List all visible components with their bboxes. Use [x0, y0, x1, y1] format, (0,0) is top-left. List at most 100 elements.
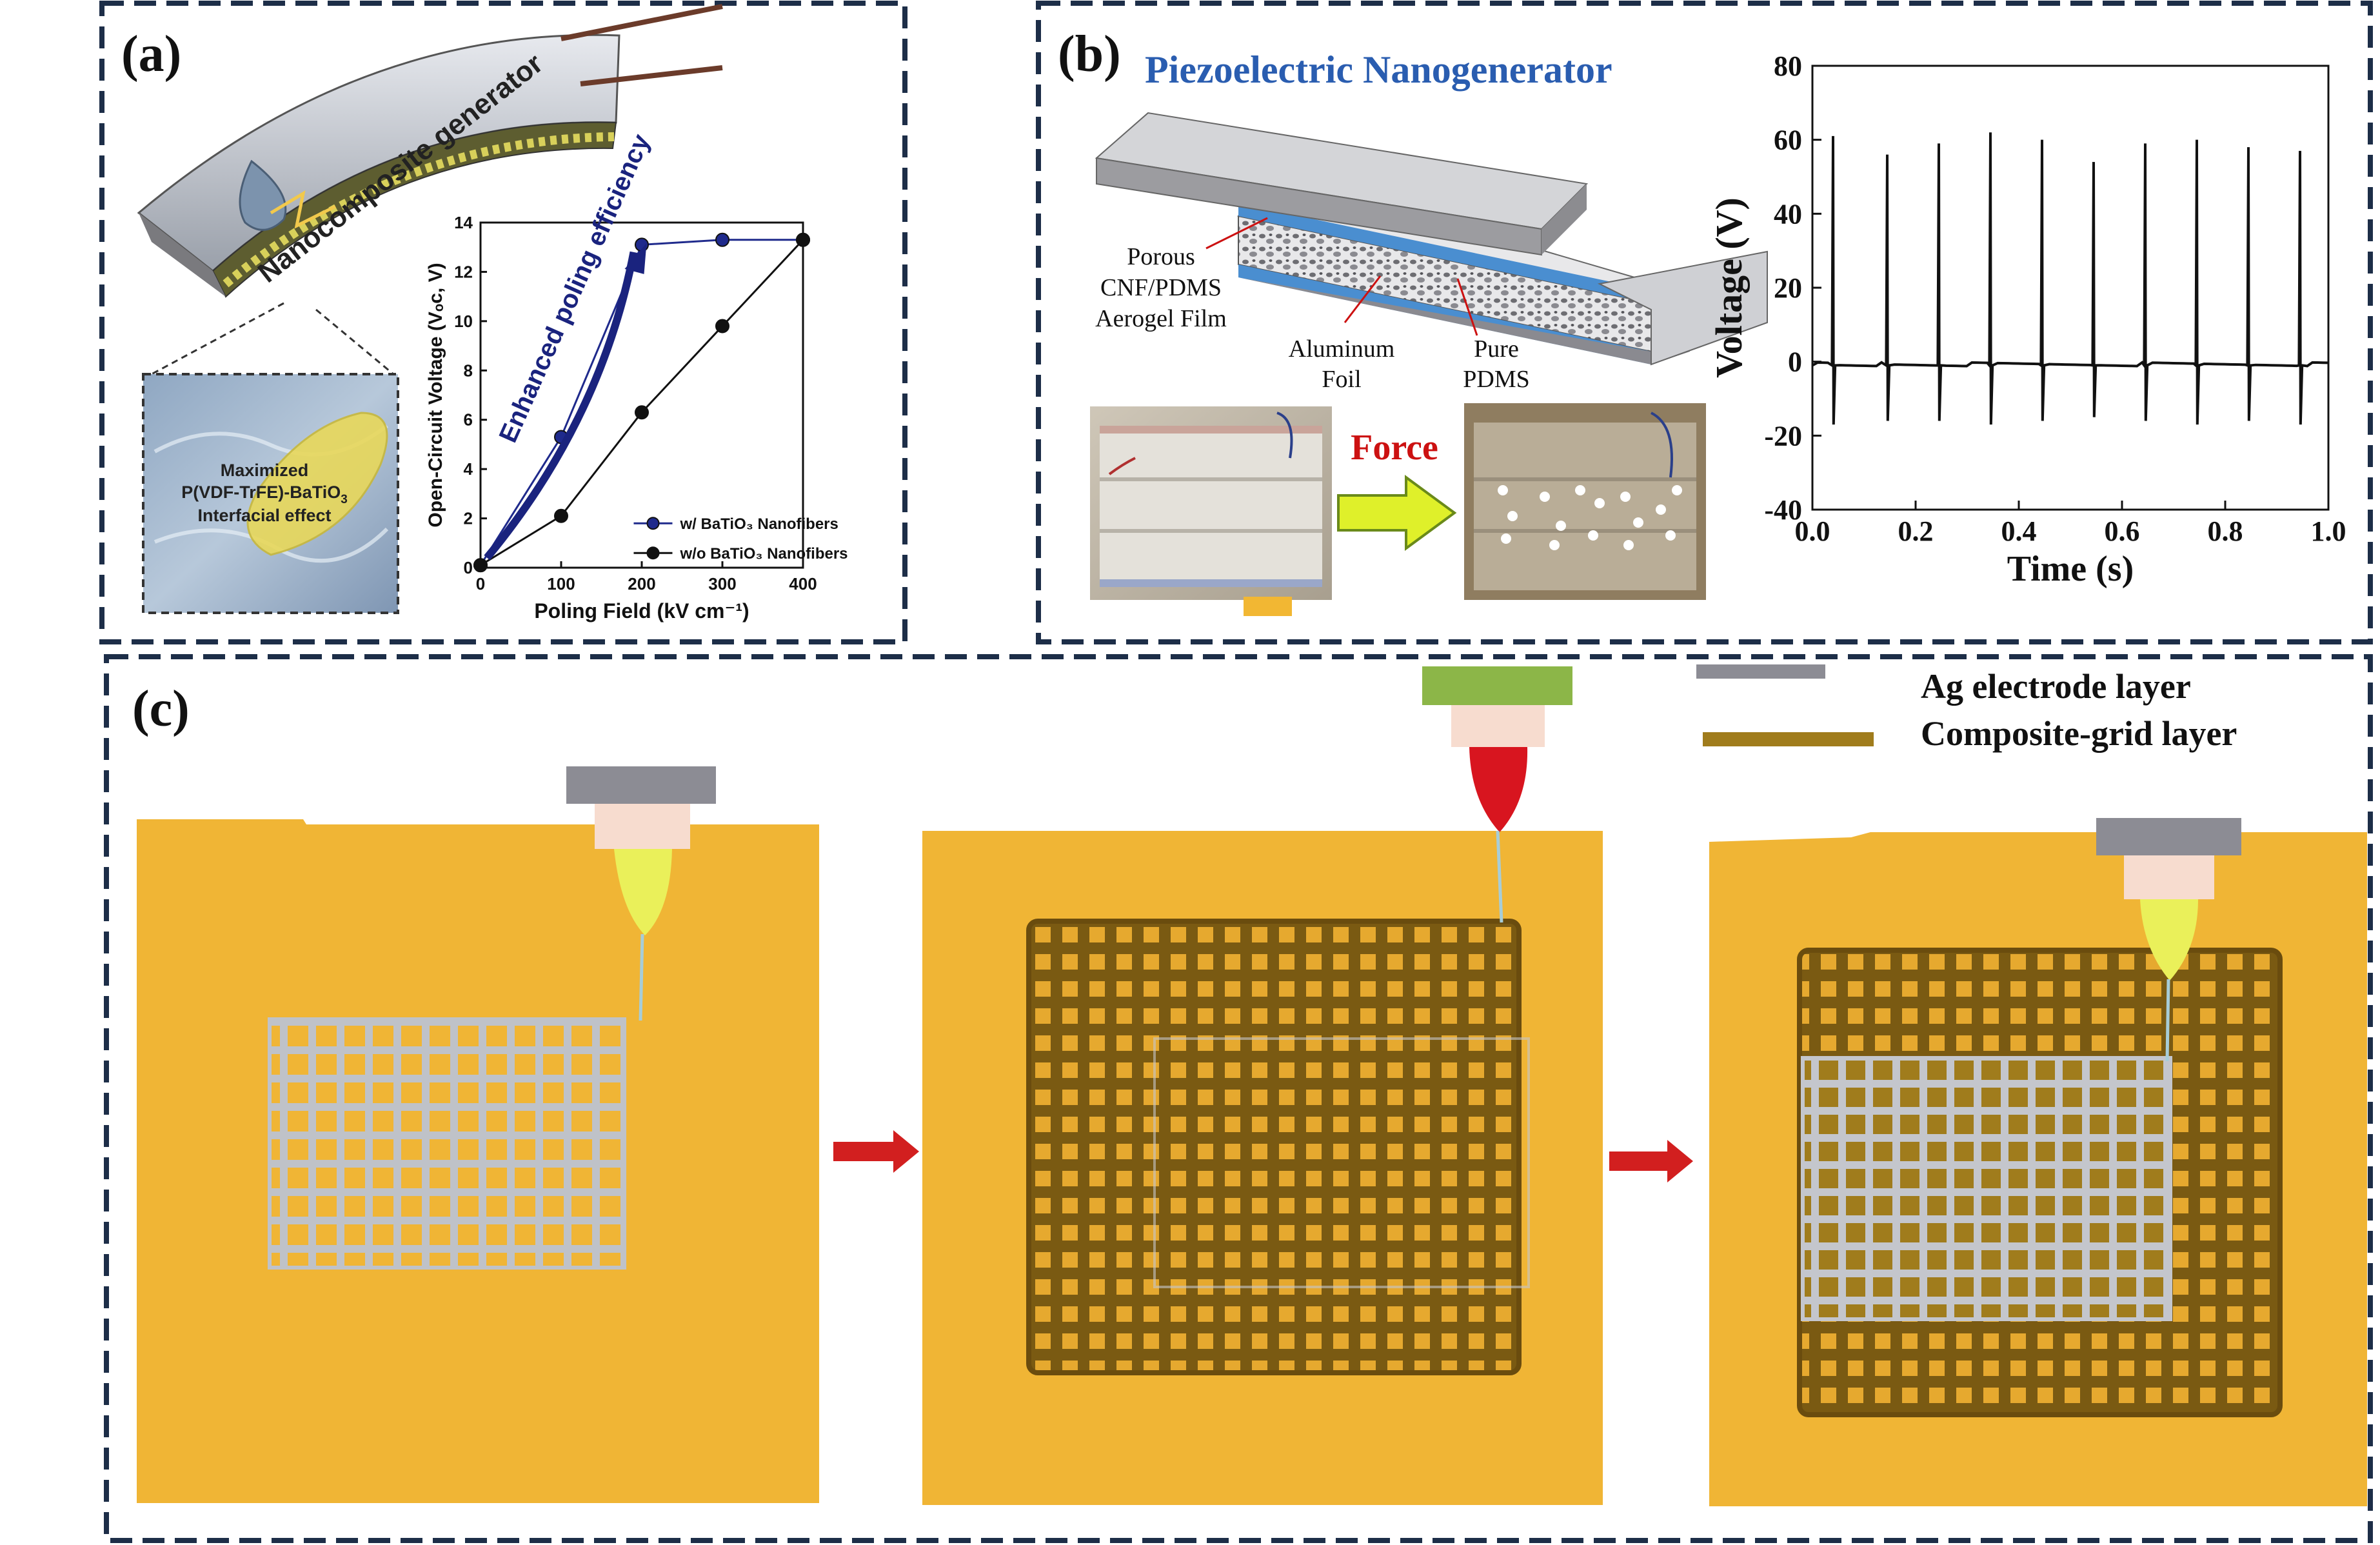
ag-grid-under-stage-2: [1153, 1037, 1530, 1288]
stage-1: [137, 766, 819, 1503]
chart-a-point: [554, 508, 568, 523]
chart-a-ytick-label: 0: [464, 558, 473, 577]
chart-b-xlabel: Time (s): [2007, 549, 2134, 589]
chart-b-ytick-label: -20: [1764, 420, 1802, 452]
chart-a-point: [473, 558, 488, 573]
nozzle-2: [1469, 747, 1528, 832]
aluminum-label: Aluminum Foil: [1289, 335, 1395, 393]
chart-a-legend-label: w/ BaTiO₃ Nanofibers: [680, 515, 838, 533]
printhead-body-3: [2124, 855, 2214, 899]
chart-b-ytick-label: 20: [1774, 272, 1802, 304]
chart-a-plot-area: [479, 221, 804, 569]
printhead-cap-3: [2096, 818, 2241, 855]
printhead-body-2: [1451, 705, 1545, 747]
nanogenerator-diagram: [1095, 112, 1768, 366]
chart-a-ytick-label: 14: [454, 213, 473, 232]
chart-a-ylabel: Open-Circuit Voltage (Vₒc, V): [425, 263, 446, 527]
chart-b-ytick-label: 80: [1774, 50, 1802, 82]
chart-a-point: [715, 319, 729, 334]
arrow-icon-1: [833, 1130, 919, 1173]
chart-b-xtick-label: 0.0: [1795, 515, 1830, 547]
chart-a-ytick-label: 12: [454, 262, 473, 281]
pure-arrow: [1456, 278, 1478, 336]
panel-a-label: (a): [121, 26, 181, 83]
chart-b-xtick-label: 0.2: [1898, 515, 1934, 547]
chart-a-legend-label: w/o BaTiO₃ Nanofibers: [680, 545, 848, 563]
chart-a-xtick-label: 200: [628, 574, 655, 593]
chart-a-xtick-label: 0: [476, 574, 485, 593]
chart-a-point: [635, 405, 649, 420]
porous-label-3: Aerogel Film: [1095, 305, 1227, 332]
nozzle-filament-2: [1496, 830, 1503, 923]
pure-label-2: PDMS: [1463, 366, 1530, 393]
nozzle-1: [614, 849, 672, 935]
panel-c-frame: [104, 654, 2373, 1543]
chart-a-ytick-label: 8: [464, 361, 473, 380]
chart-a-xtick-label: 400: [789, 574, 817, 593]
porous-label-2: CNF/PDMS: [1100, 274, 1222, 301]
legend-swatch-composite: [1703, 732, 1874, 746]
chart-b-xtick-label: 0.6: [2105, 515, 2140, 547]
printhead-cap-1: [566, 766, 716, 804]
zoom-line-left: [151, 302, 284, 375]
breadboard-photo-off: [1090, 406, 1332, 600]
arrow-icon-2: [1609, 1140, 1693, 1182]
nozzle-filament-3: [2165, 979, 2170, 1062]
ag-grid-stage-3: [1801, 1056, 2172, 1321]
chart-a-xtick-label: 100: [547, 574, 575, 593]
nozzle-3: [2140, 899, 2198, 981]
porous-label-1: Porous: [1127, 243, 1195, 270]
stage-2: [922, 666, 1603, 1505]
chart-b-ytick-label: 60: [1774, 125, 1802, 156]
chart-a-ytick-label: 4: [464, 459, 473, 479]
inset-text-2: P(VDF-TrFE)-BaTiO3: [181, 483, 348, 506]
inset-text-1: Maximized: [221, 461, 309, 480]
breadboard-photo-on: [1464, 403, 1706, 600]
chart-b-xtick-label: 0.4: [2001, 515, 2037, 547]
composite-grid-stage-2: [1026, 919, 1522, 1375]
chart-a-annotation-arrow: [484, 251, 638, 561]
chart-a-point: [715, 232, 729, 247]
legend-swatch-ag: [1696, 664, 1825, 679]
chart-a-ytick-label: 6: [464, 410, 473, 430]
panel-b-frame: [1036, 1, 2373, 644]
chart-a-ytick-label: 10: [454, 312, 473, 331]
interface-inset: Maximized P(VDF-TrFE)-BaTiO3 Interfacial…: [142, 373, 399, 614]
legend: Ag electrode layer Composite-grid layer: [1696, 664, 2237, 753]
chart-a-xtick-label: 300: [708, 574, 736, 593]
zoom-line-right: [315, 308, 394, 375]
chart-a-ytick-label: 2: [464, 509, 473, 528]
lightning-icon: [270, 190, 337, 229]
legend-label-ag: Ag electrode layer: [1921, 667, 2191, 706]
chart-a-legend-marker: [646, 517, 660, 530]
aluminum-label-1: Aluminum: [1289, 335, 1395, 363]
chart-b-ytick-label: 0: [1788, 346, 1802, 378]
ag-grid-stage-1: [268, 1017, 626, 1270]
chart-b-ytick-label: 40: [1774, 198, 1802, 230]
chart-a-xlabel: Poling Field (kV cm⁻¹): [534, 599, 749, 623]
force-label: Force: [1351, 428, 1438, 468]
panel-b-title: Piezoelectric Nanogenerator: [1145, 48, 1612, 91]
panel-a-frame: [99, 1, 907, 644]
chart-b-plot-area: [1811, 65, 2330, 511]
chart-a-arrowhead: [624, 243, 647, 274]
panel-c-label: (c): [132, 681, 190, 737]
chart-b-ytick-label: -40: [1764, 494, 1802, 526]
chart-b-xtick-label: 0.8: [2208, 515, 2243, 547]
porous-label: Porous CNF/PDMS Aerogel Film: [1095, 243, 1227, 332]
inset-text-2-sub: 3: [341, 493, 348, 506]
chart-b-ylabel: Voltage (V): [1708, 197, 1750, 378]
chart-b-series-line: [1812, 132, 2328, 425]
chart-a-legend-marker: [646, 546, 660, 560]
legend-label-composite: Composite-grid layer: [1921, 714, 2237, 753]
pure-label-1: Pure: [1474, 335, 1519, 363]
chart-b-xtick-label: 1.0: [2311, 515, 2346, 547]
inset-text-3: Interfacial effect: [197, 506, 331, 525]
printhead-cap-2: [1422, 666, 1572, 705]
nozzle-filament-1: [639, 933, 644, 1021]
printhead-body-1: [595, 804, 690, 849]
inset-text-2-main: P(VDF-TrFE)-BaTiO: [181, 483, 341, 502]
